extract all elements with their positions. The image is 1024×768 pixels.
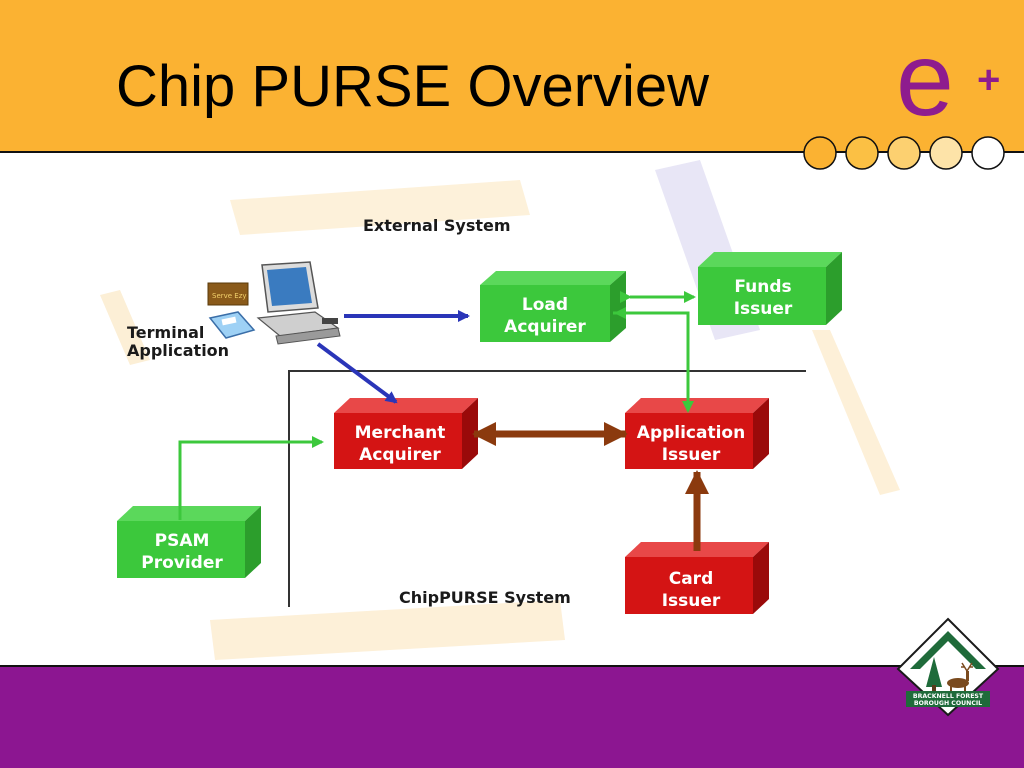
watermark-shape-right [812,330,900,495]
load-acquirer-label-1: Load [522,295,568,315]
load-acquirer-box: Load Acquirer [480,271,626,342]
funds-issuer-label-2: Issuer [734,299,793,319]
council-logo-roof [910,631,986,669]
application-issuer-label-1: Application [637,423,745,443]
merchant-acquirer-box: Merchant Acquirer [334,398,478,469]
arrow-line-load-acquirer-application-issuer [613,311,690,410]
circle-5 [971,136,1005,170]
funds-issuer-box: Funds Issuer [698,252,842,325]
arrow-terminal-to-merchant-acquirer [316,342,398,404]
load-acquirer-label-2: Acquirer [504,317,586,337]
arrow-psam-to-merchant-acquirer [178,436,324,520]
application-issuer-box: Application Issuer [625,398,769,469]
card-issuer-label-1: Card [669,569,714,589]
psam-provider-label-2: Provider [141,553,223,573]
slide-title: Chip PURSE Overview [116,54,710,119]
eplus-logo-plus: + [977,58,1001,102]
council-name-line1: BRACKNELL FOREST [913,693,984,700]
stag-icon [947,662,973,693]
merchant-acquirer-label-2: Acquirer [359,445,441,465]
application-issuer-label-2: Issuer [662,445,721,465]
chippurse-boundary [288,370,806,607]
watermark-shape-left [100,290,150,365]
council-logo: BRACKNELL FOREST BOROUGH COUNCIL [896,617,1000,717]
card-image-text: Serve Ezy [212,292,247,300]
watermark-shape-bottom [210,600,565,660]
tree-icon [926,657,942,687]
terminal-label-line2: Application [127,341,229,360]
circle-2 [845,136,879,170]
funds-issuer-label-1: Funds [734,277,791,297]
terminal-label-line1: Terminal [127,323,204,342]
council-name-line2: BOROUGH COUNCIL [914,700,982,707]
circle-3 [887,136,921,170]
psam-provider-label-1: PSAM [155,531,210,551]
eplus-logo-letter: e [896,22,954,138]
external-system-label: External System [363,216,511,235]
council-name-band [906,691,990,707]
circle-1 [803,136,837,170]
card-reader-icon [208,311,256,339]
card-issuer-box: Card Issuer [625,542,769,614]
watermark-shape-top [230,180,530,235]
merchant-acquirer-label-1: Merchant [355,423,446,443]
card-issuer-label-2: Issuer [662,591,721,611]
header-circles [803,136,1005,170]
terminal-computer-icon [256,261,341,345]
slide-footer [0,665,1024,768]
smart-card-icon: Serve Ezy [207,282,249,306]
slide-header: Chip PURSE Overview e + [0,0,1024,153]
chippurse-system-label: ChipPURSE System [399,588,571,607]
psam-provider-box: PSAM Provider [117,506,261,578]
circle-4 [929,136,963,170]
